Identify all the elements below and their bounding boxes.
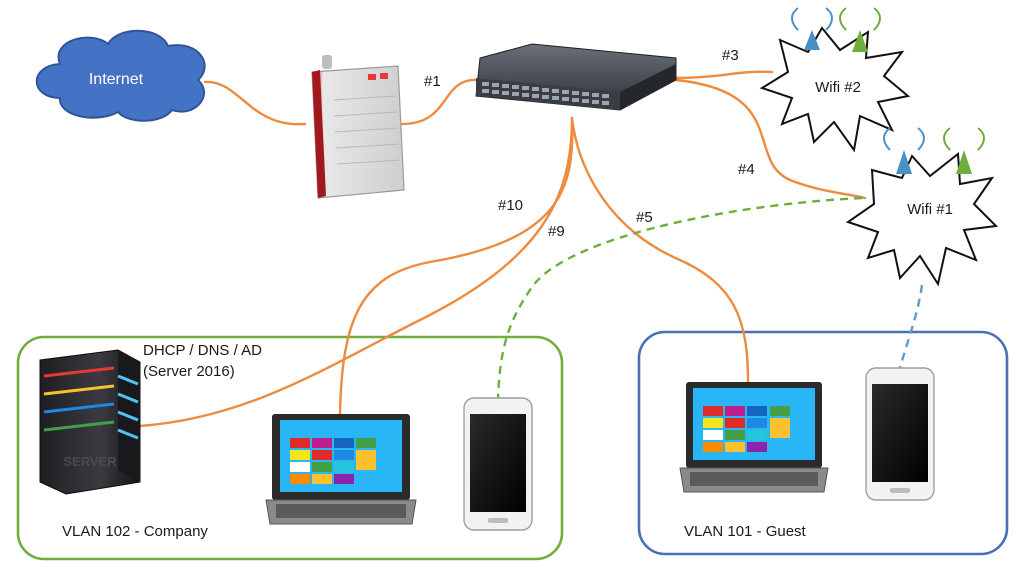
router-icon (311, 55, 405, 199)
wifi-link-wifi1-guest-phone (898, 284, 924, 369)
vlan-company-boundary (16, 335, 564, 561)
link-label-5: #5 (636, 209, 653, 226)
wifi-access-point-icon (759, 7, 911, 153)
internet-cloud-icon (35, 29, 206, 122)
wifi-link-wifi1-company-phone (496, 196, 863, 399)
laptop-icon (679, 382, 829, 493)
wifi-access-point-icon (845, 127, 999, 287)
wired-links (138, 70, 867, 428)
vlan-company-label: VLAN 102 - Company (62, 523, 208, 540)
network-switch-icon (475, 43, 677, 111)
vlan-guest-boundary (637, 330, 1009, 556)
cable-switch-wifi2 (674, 70, 774, 80)
link-label-3: #3 (722, 47, 739, 64)
cable-router-switch (400, 78, 482, 126)
server-icon: SERVER (39, 349, 141, 495)
link-label-10: #10 (498, 197, 523, 214)
cable-switch-wifi1 (674, 78, 867, 200)
smartphone-icon (865, 367, 935, 501)
vlan-guest-label: VLAN 101 - Guest (684, 523, 807, 540)
smartphone-icon (463, 397, 533, 531)
laptop-icon (265, 414, 417, 525)
link-label-1: #1 (424, 73, 441, 90)
link-label-9: #9 (548, 223, 565, 240)
server-case-text: SERVER (63, 454, 117, 469)
server-role-label: DHCP / DNS / AD (143, 342, 262, 359)
wifi2-label: Wifi #2 (815, 79, 861, 96)
cable-switch-company-laptop (338, 116, 574, 416)
wifi1-label: Wifi #1 (907, 201, 953, 218)
internet-label: Internet (89, 71, 144, 88)
server-os-label: (Server 2016) (143, 363, 235, 380)
cable-internet-router (203, 80, 307, 126)
cable-switch-guest-laptop (570, 116, 750, 384)
cable-switch-server (138, 116, 574, 428)
link-label-4: #4 (738, 161, 755, 178)
